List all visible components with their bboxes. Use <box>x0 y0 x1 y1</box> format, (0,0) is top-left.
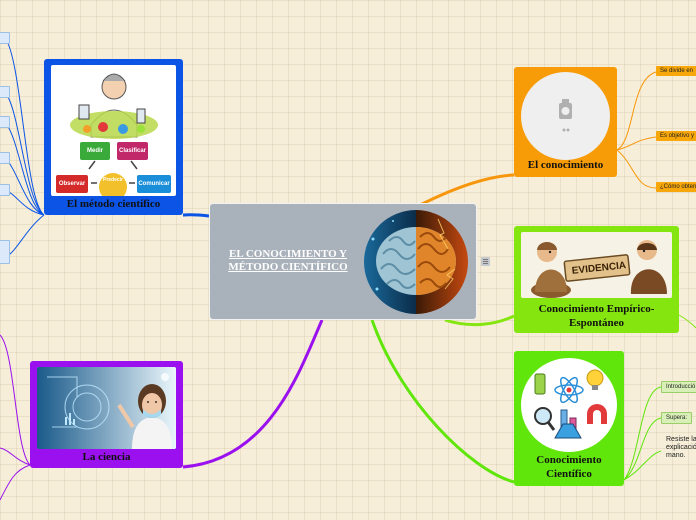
diagram-medir: Medir <box>86 148 103 154</box>
text-resiste[interactable]: Resiste la explicació mano. <box>666 436 696 459</box>
diagram-observar: Observar <box>58 181 86 187</box>
ciencia-image <box>37 367 176 449</box>
label-introduccion[interactable]: Introducció <box>661 381 696 393</box>
node-conocimiento-empirico[interactable]: EVIDENCIA Conocimiento Empírico-Espontán… <box>514 226 679 333</box>
scientist-illustration <box>56 73 171 196</box>
sub-branches-ciencia <box>0 334 31 501</box>
diagram-clasificar: Clasificar <box>118 148 146 154</box>
central-title: EL CONOCIMIENTO Y MÉTODO CIENTÍFICO <box>228 248 348 273</box>
cientifico-title: Conocimiento Científico <box>536 454 602 480</box>
label-es-objetivo[interactable]: Es objetivo y <box>656 131 696 141</box>
sub-branches-cientifico <box>623 386 662 481</box>
label-como-obtener[interactable]: ¿Cómo obten <box>656 182 696 192</box>
branch-cientifico <box>370 319 515 484</box>
notes-icon[interactable] <box>481 257 490 266</box>
woman-hologram-illustration <box>37 367 176 449</box>
sub-branches-conocimiento <box>616 71 657 189</box>
branch-ciencia <box>182 319 324 469</box>
label-se-divide[interactable]: Se divide en <box>656 66 696 76</box>
cientifico-image <box>521 358 617 452</box>
metodo-sublabel-6[interactable] <box>0 240 10 264</box>
metodo-sublabel-3[interactable] <box>0 116 10 128</box>
central-node[interactable]: EL CONOCIMIENTO Y MÉTODO CIENTÍFICO <box>209 203 477 320</box>
sub-branches-metodo <box>4 37 45 259</box>
branch-conocimiento <box>419 173 515 207</box>
conocimiento-title: El conocimiento <box>527 159 604 171</box>
sub-branch-empirico <box>678 314 696 329</box>
node-la-ciencia[interactable]: La ciencia <box>30 361 183 468</box>
metodo-sublabel-5[interactable] <box>0 184 10 196</box>
metodo-sublabel-2[interactable] <box>0 86 10 98</box>
branch-metodo <box>182 213 210 218</box>
diagram-predecir: Predecir <box>102 177 123 183</box>
label-supera[interactable]: Supera: <box>661 412 693 424</box>
node-metodo-cientifico[interactable]: Medir Clasificar Observar Predecir Comun… <box>44 59 183 215</box>
brain-image <box>364 210 468 314</box>
node-conocimiento-cientifico[interactable]: Conocimiento Científico <box>514 351 624 486</box>
metodo-sublabel-4[interactable] <box>0 152 10 164</box>
science-icons <box>534 369 607 439</box>
camera-placeholder-icon <box>559 99 572 132</box>
metodo-image: Medir Clasificar Observar Predecir Comun… <box>51 65 176 196</box>
conocimiento-image <box>521 72 610 160</box>
node-el-conocimiento[interactable]: El conocimiento <box>514 67 617 177</box>
metodo-title: El método científico <box>66 198 161 210</box>
monks-illustration <box>531 240 667 298</box>
branch-empirico <box>444 314 515 327</box>
evidencia-image: EVIDENCIA <box>521 232 672 298</box>
metodo-sublabel-1[interactable] <box>0 32 10 44</box>
ciencia-title: La ciencia <box>82 451 131 463</box>
diagram-comunicar: Comunicar <box>138 181 170 187</box>
empirico-title: Conocimiento Empírico-Espontáneo <box>538 303 655 329</box>
